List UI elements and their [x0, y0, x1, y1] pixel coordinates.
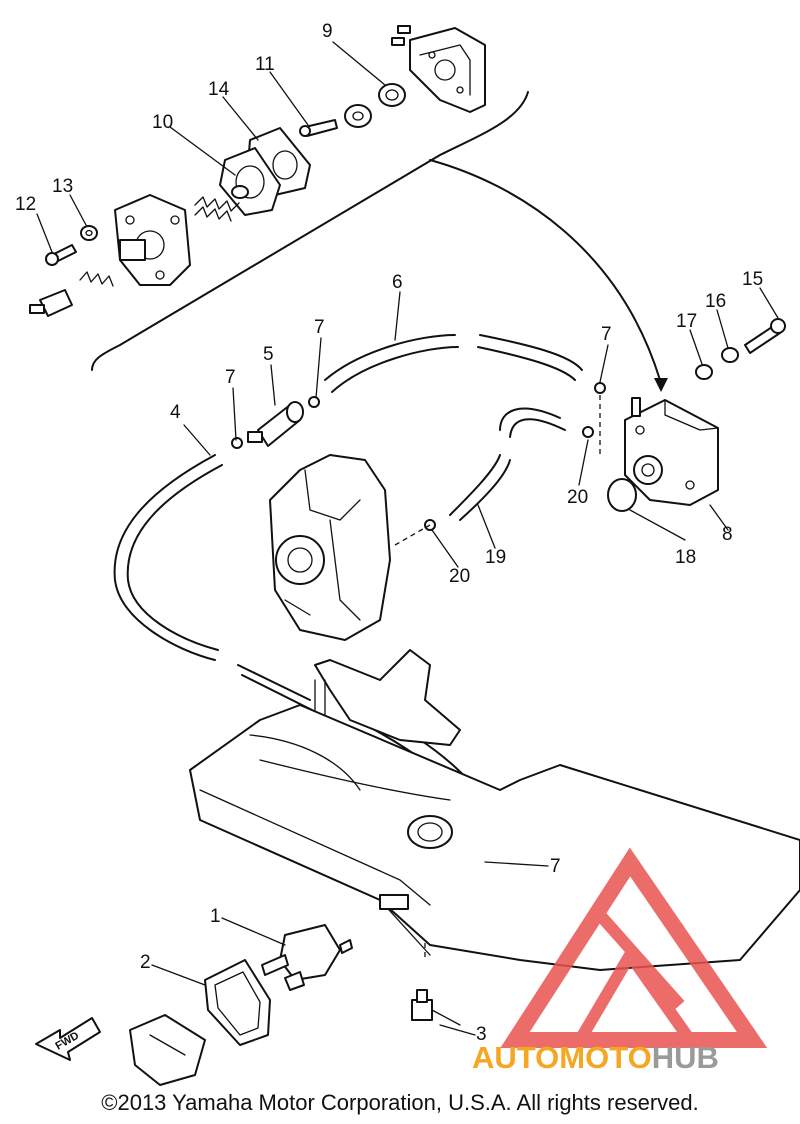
callout-7b: 7: [314, 317, 325, 338]
part-6-fuel-hose: [324, 334, 583, 393]
part-fuel-pump-body-top: [391, 25, 486, 113]
part-12-screw: [45, 244, 77, 266]
part-8-fuel-pump: [624, 397, 719, 506]
callout-12: 12: [15, 194, 36, 215]
part-4-fuel-hose: [113, 454, 313, 711]
callout-14: 14: [208, 79, 230, 100]
part-3-drain-screw: [411, 989, 461, 1026]
part-7-clip: [231, 437, 243, 449]
callout-9: 9: [322, 21, 333, 42]
callout-4: 4: [170, 402, 181, 423]
callout-7a: 7: [225, 367, 236, 388]
part-pump-body-lower: [114, 194, 191, 286]
inset-boundary-line: [91, 91, 529, 371]
part-16-washer: [721, 347, 739, 363]
callout-13: 13: [52, 176, 73, 197]
callout-6: 6: [392, 272, 403, 293]
watermark-brand-hub: HUB: [651, 1040, 719, 1075]
watermark-brand-moto: MOTO: [559, 1040, 652, 1075]
callout-17: 17: [676, 311, 697, 332]
callout-2: 2: [140, 952, 151, 973]
part-9-gasket: [378, 83, 406, 107]
callout-8: 8: [722, 524, 733, 545]
part-1-fuel-cock: [261, 924, 353, 991]
callout-19: 19: [485, 547, 506, 568]
part-check-valve: [29, 289, 73, 317]
fuel-tank-hull: [189, 704, 800, 971]
carburetor-assembly: [269, 454, 391, 641]
callout-18: 18: [675, 547, 696, 568]
part-spring-lower: [79, 271, 114, 287]
callout-20a: 20: [567, 487, 588, 508]
inset-pointer-arrow: [429, 159, 661, 381]
callout-16: 16: [705, 291, 726, 312]
watermark-triangle-logo: [500, 847, 768, 1048]
callout-11: 11: [255, 54, 275, 75]
callout-5: 5: [263, 344, 274, 365]
callout-15: 15: [742, 269, 763, 290]
arrow-head: [654, 378, 668, 392]
callout-10: 10: [152, 112, 173, 133]
part-10-diaphragm-assembly: [219, 147, 281, 216]
part-15-bolt: [744, 318, 786, 354]
leader-lines: [36, 41, 779, 1036]
callout-1: 1: [210, 906, 221, 927]
part-17-washer: [695, 364, 713, 380]
part-18-o-ring: [607, 478, 637, 512]
part-7-clip: [308, 396, 320, 408]
callout-3: 3: [476, 1024, 487, 1045]
copyright-notice: ©2013 Yamaha Motor Corporation, U.S.A. A…: [101, 1090, 699, 1115]
part-19-fuel-hose: [449, 407, 566, 521]
part-11-valve: [299, 104, 372, 137]
part-2-gasket: [204, 959, 271, 1046]
fwd-direction-arrow: FWD: [35, 1017, 101, 1061]
part-20-clip: [582, 426, 594, 438]
fuel-cock-knob: [129, 1014, 206, 1086]
part-7-clip: [594, 382, 606, 394]
part-13-washer: [80, 225, 98, 241]
part-spring-upper: [194, 196, 240, 222]
callout-7c: 7: [601, 324, 612, 345]
leader-dashed: [394, 524, 431, 546]
part-5-fuel-filter: [247, 401, 304, 447]
callout-7d: 7: [550, 856, 561, 877]
callout-20b: 20: [449, 566, 470, 587]
watermark-brand: AUTOMOTOHUB: [472, 1040, 719, 1076]
watermark-brand-auto: AUTO: [472, 1040, 560, 1075]
